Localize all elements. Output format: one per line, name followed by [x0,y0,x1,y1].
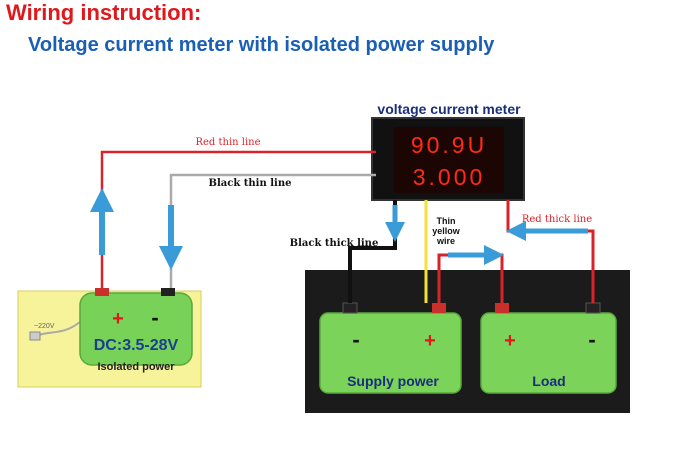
meter-display [394,127,504,193]
load-plus-sign: + [504,330,516,352]
red-thin-wire [100,150,376,288]
supply-plus-sign: + [424,330,436,352]
isolated-minus-sign: - [151,305,158,330]
isolated-power-rating: DC:3.5-28V [94,337,179,354]
supply-minus-terminal [342,302,358,314]
plug-label: ~220V [34,323,55,330]
meter-label: voltage current meter [377,101,521,117]
black-thin-label: Black thin line [209,178,292,189]
thin-yellow-label-line2: yellow [432,226,461,236]
load-minus-sign: - [588,327,595,352]
isolated-plus-sign: + [112,308,124,330]
isolated-plus-terminal [95,288,109,296]
supply-plus-terminal [432,303,446,313]
thin-yellow-label-line3: wire [436,236,455,246]
load-label: Load [532,373,565,389]
thin-yellow-label-line1: Thin [437,216,456,226]
red-thin-label: Red thin line [195,137,260,148]
load-plus-terminal [495,303,509,313]
load-minus-terminal [585,302,601,314]
black-thick-label: Black thick line [290,238,379,249]
supply-power-module [319,312,462,394]
load-module [480,312,617,394]
current-reading: 3.000 [413,164,486,190]
isolated-minus-terminal [161,288,175,296]
plug-icon [29,331,41,341]
isolated-power-label: Isolated power [97,361,175,373]
voltage-reading: 90.9U [411,132,487,158]
supply-power-label: Supply power [347,373,439,389]
isolated-power-module [79,292,193,366]
page-subtitle: Voltage current meter with isolated powe… [28,34,495,56]
supply-minus-sign: - [352,327,359,352]
red-thick-label: Red thick line [522,214,592,225]
page-title: Wiring instruction: [6,0,202,25]
